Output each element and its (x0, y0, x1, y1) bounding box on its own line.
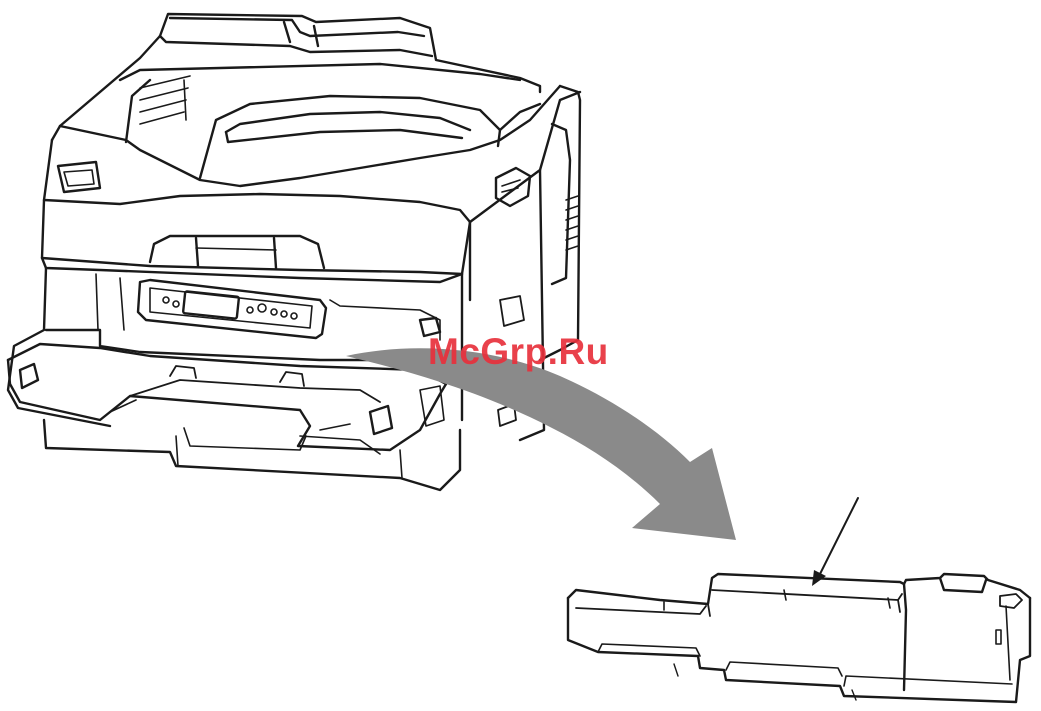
printer-lower-section (8, 268, 460, 490)
printer-front-body (42, 200, 470, 282)
operator-panel (138, 280, 326, 338)
watermark-text: McGrp.Ru (428, 333, 609, 370)
printer-top-cover (44, 14, 580, 222)
removal-arrow (346, 348, 736, 540)
printer (8, 14, 580, 490)
waste-toner-box (568, 574, 1030, 702)
pointer-line (812, 498, 858, 586)
